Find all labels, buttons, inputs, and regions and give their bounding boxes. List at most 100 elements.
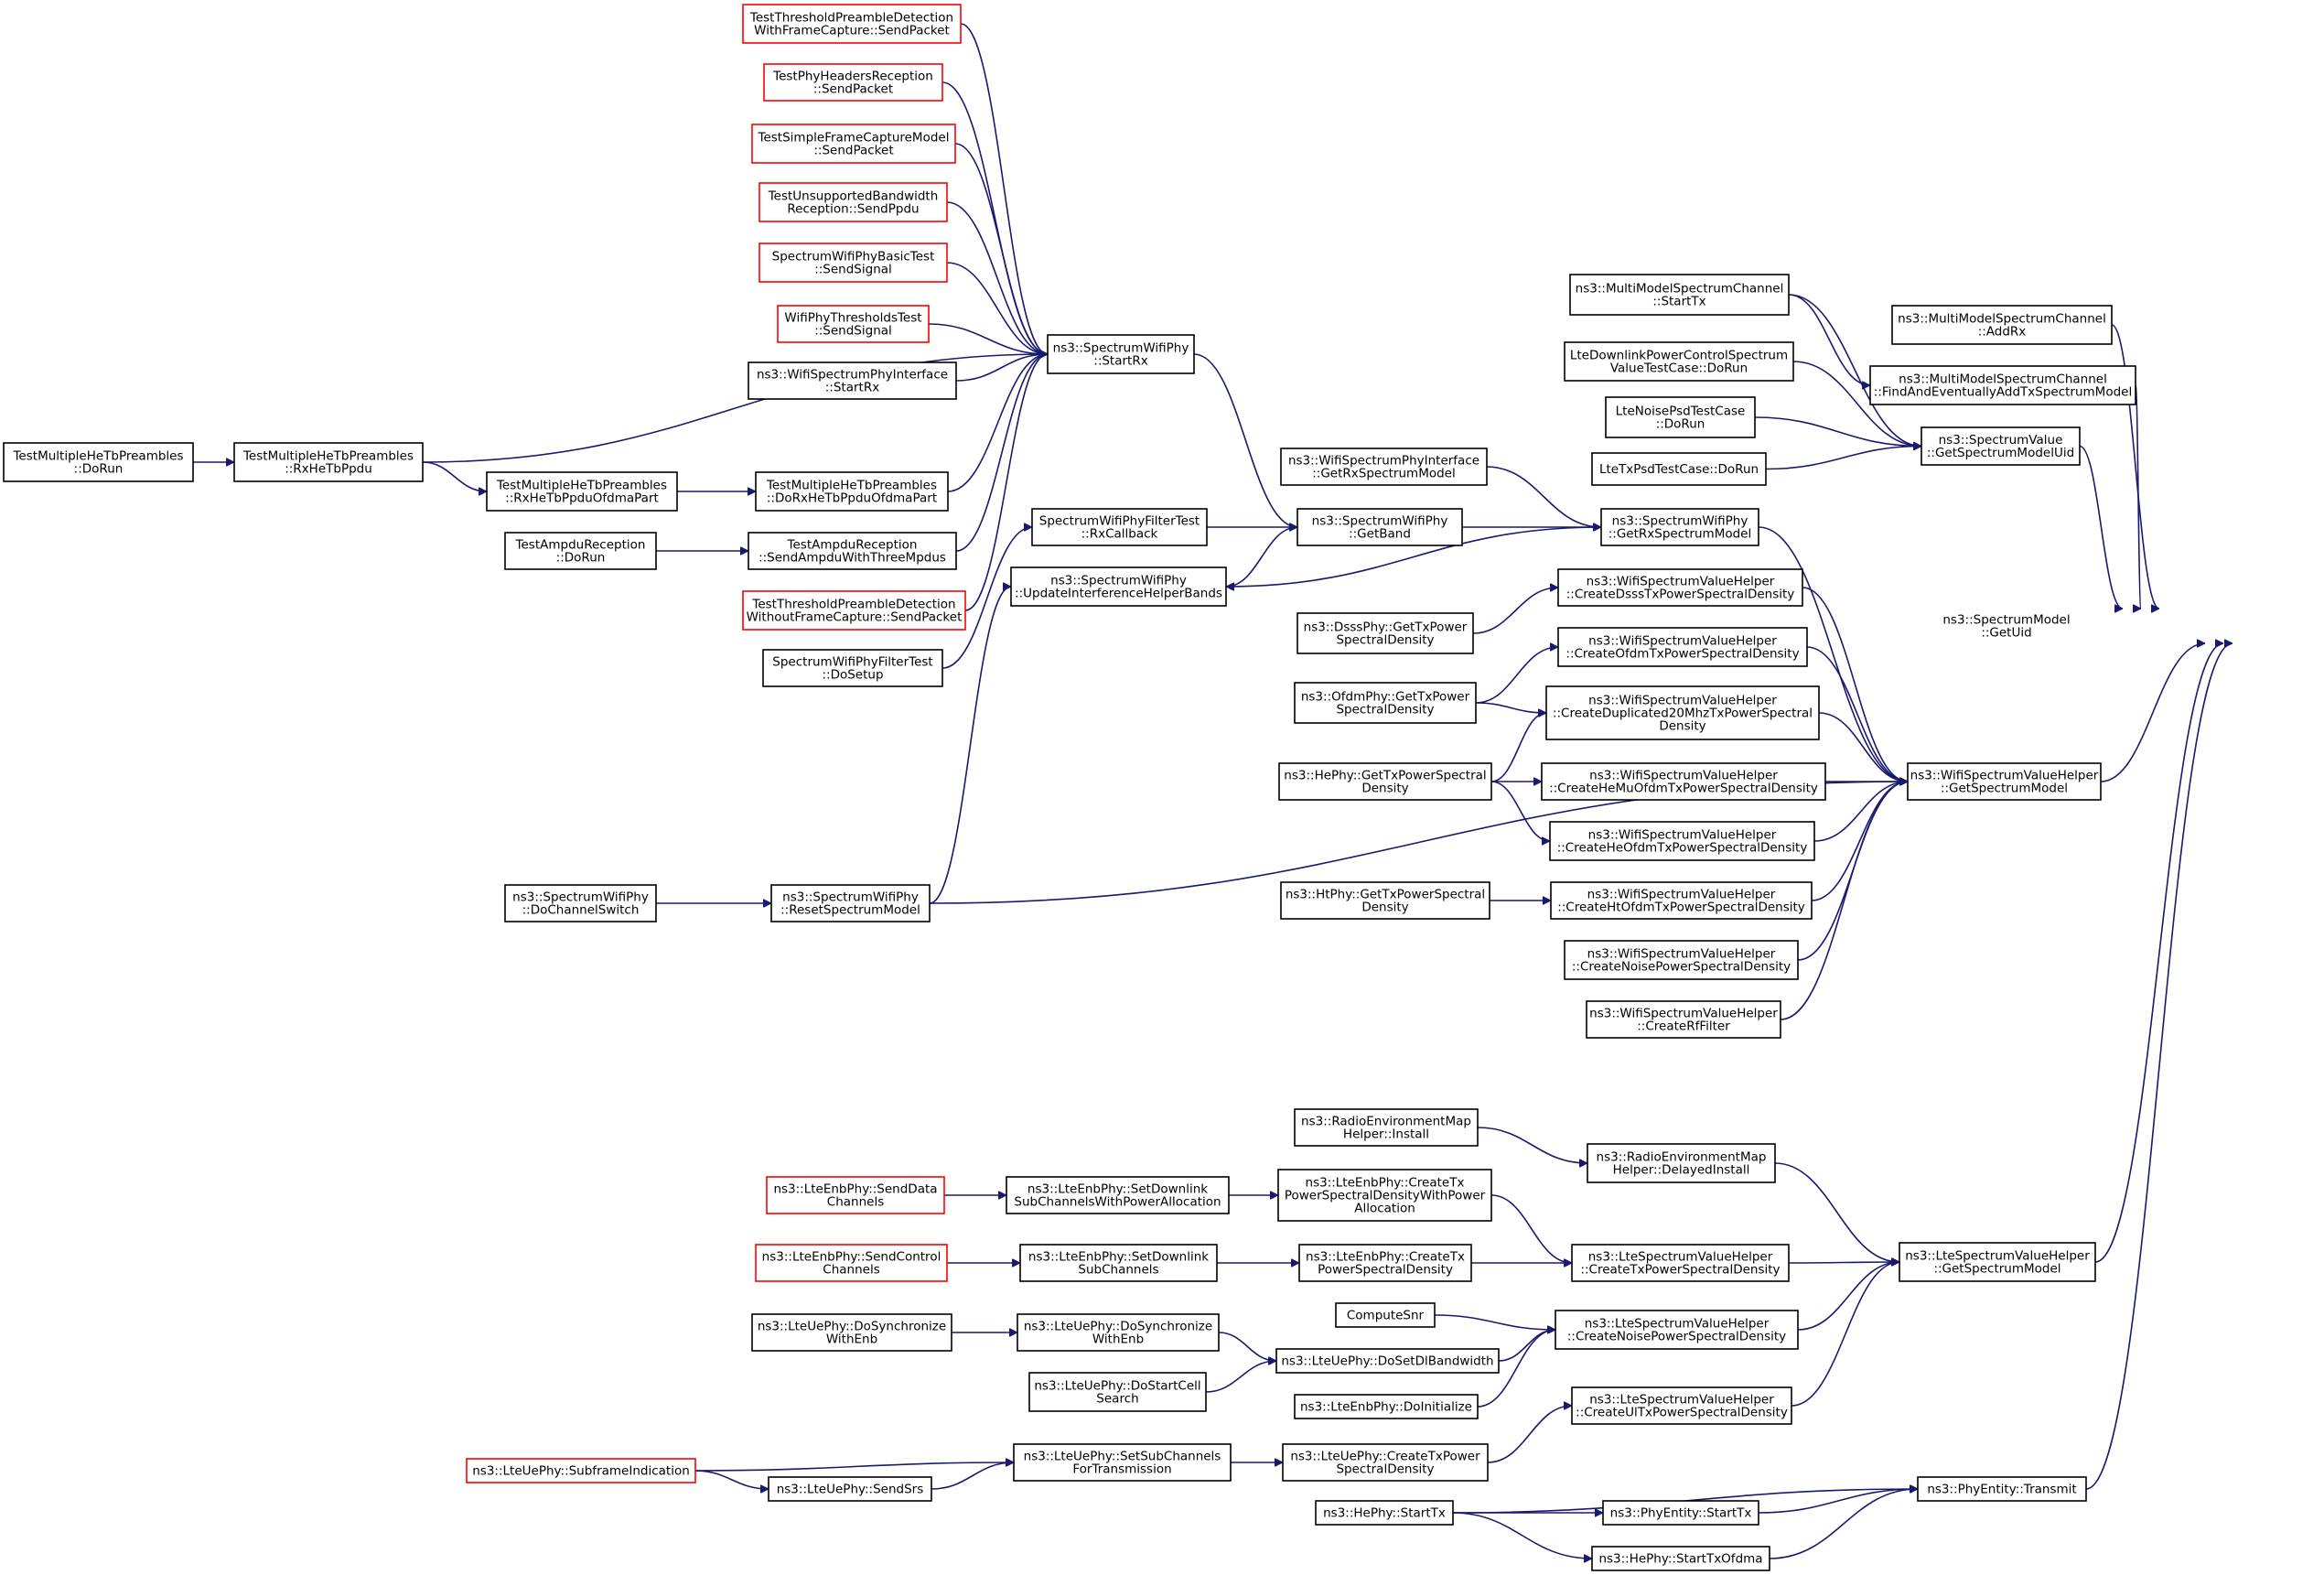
node-remhdelay[interactable]: ns3::RadioEnvironmentMapHelper::DelayedI… [1587,1143,1776,1183]
node-findadd[interactable]: ns3::MultiModelSpectrumChannel::FindAndE… [1869,365,2136,405]
node-ttpdfc[interactable]: TestThresholdPreambleDetectionWithFrameC… [742,4,962,44]
node-tsfcm[interactable]: TestSimpleFrameCaptureModel::SendPacket [751,124,956,164]
node-label-line: ns3::PhyEntity::Transmit [1927,1483,2076,1497]
node-ttpdwfc[interactable]: TestThresholdPreambleDetectionWithoutFra… [742,590,966,631]
node-label-line: ::GetSpectrumModel [1933,1262,2060,1277]
edge-phyentitytx-to-getuid [2085,643,2233,1490]
edge-findadd-to-getuid [2136,384,2142,609]
node-label-line: SpectrumWifiPhyBasicTest [772,250,935,264]
node-swpbt[interactable]: SpectrumWifiPhyBasicTest::SendSignal [759,243,948,283]
node-lteenbinit[interactable]: ns3::LteEnbPhy::DoInitialize [1294,1394,1479,1419]
node-computesnr[interactable]: ComputeSnr [1335,1302,1436,1328]
node-lteuesubframe[interactable]: ns3::LteUePhy::SubframeIndication [466,1458,696,1483]
node-tmhrx[interactable]: TestMultipleHeTbPreambles::RxHeTbPpdu [233,442,424,482]
node-swpupdate[interactable]: ns3::SpectrumWifiPhy::UpdateInterference… [1010,566,1227,607]
node-tarsend[interactable]: TestAmpduReception::SendAmpduWithThreeMp… [748,532,957,570]
node-label-line: Helper::DelayedInstall [1613,1163,1750,1178]
node-ltesvhul[interactable]: ns3::LteSpectrumValueHelper::CreateUlTxP… [1571,1386,1792,1425]
node-ltesvhnoise[interactable]: ns3::LteSpectrumValueHelper::CreateNoise… [1555,1310,1799,1350]
node-wsvhht[interactable]: ns3::WifiSpectrumValueHelper::CreateHtOf… [1550,881,1813,920]
node-wsvhofdm[interactable]: ns3::WifiSpectrumValueHelper::CreateOfdm… [1557,627,1808,667]
node-addrx[interactable]: ns3::MultiModelSpectrumChannel::AddRx [1891,305,2113,345]
node-tmhdorun[interactable]: TestMultipleHeTbPreambles::DoRun [3,442,194,482]
node-box [1017,1313,1220,1352]
node-label-line: TestMultipleHeTbPreambles [242,449,414,464]
node-tardorun[interactable]: TestAmpduReception::DoRun [504,532,657,570]
node-getspecuid[interactable]: ns3::SpectrumValue::GetSpectrumModelUid [1921,426,2081,466]
edge-wsvhheofdm-to-wifigetspec [1813,782,1908,842]
edge-ltesvhul-to-ltegetspec [1791,1262,1899,1407]
node-box [755,471,949,512]
edge-mmstarttx-to-findadd [1788,294,1871,385]
node-label-line: ns3::SpectrumWifiPhy [1612,514,1748,529]
node-tphr[interactable]: TestPhyHeadersReception::SendPacket [763,63,943,102]
node-wsvhrf[interactable]: ns3::WifiSpectrumValueHelper::CreateRfFi… [1586,1000,1781,1039]
node-lteuesetsub[interactable]: ns3::LteUePhy::SetSubChannelsForTransmis… [1013,1443,1232,1482]
node-tmhdorxofdma[interactable]: TestMultipleHeTbPreambles::DoRxHeTbPpduO… [755,471,949,512]
node-getuid[interactable]: ns3::SpectrumModel::GetUid [1942,613,2070,641]
node-box [504,884,657,922]
edge-ltedlpc-to-getspecuid [1792,361,1921,447]
edge-swpreset-to-swpupdate [929,587,1012,904]
node-box [1541,762,1826,801]
node-wpthr[interactable]: WifiPhyThresholdsTest::SendSignal [777,305,930,343]
node-swpchsw[interactable]: ns3::SpectrumWifiPhy::DoChannelSwitch [504,884,657,922]
node-swpreset[interactable]: ns3::SpectrumWifiPhy::ResetSpectrumModel [770,884,931,922]
node-label-line: ns3::LteUePhy::SendSrs [777,1483,924,1497]
node-box [751,1313,952,1352]
node-swpstartrx[interactable]: ns3::SpectrumWifiPhy::StartRx [1047,334,1195,374]
node-lteenbcreatetx[interactable]: ns3::LteEnbPhy::CreateTxPowerSpectralDen… [1298,1244,1472,1282]
node-wspigetrx[interactable]: ns3::WifiSpectrumPhyInterface::GetRxSpec… [1280,448,1488,486]
node-ltetxpsd[interactable]: LteTxPsdTestCase::DoRun [1591,452,1767,486]
node-label-line: LteDownlinkPowerControlSpectrum [1570,349,1788,363]
node-wsvhdsss[interactable]: ns3::WifiSpectrumValueHelper::CreateDsss… [1557,568,1803,607]
node-label-line: ns3::SpectrumValue [1939,433,2063,448]
node-phyentitystarttx[interactable]: ns3::PhyEntity::StartTx [1602,1500,1759,1526]
node-hephystarttxofdma[interactable]: ns3::HePhy::StartTxOfdma [1591,1546,1770,1571]
node-label-line: Helper::Install [1343,1127,1429,1142]
node-mmstarttx[interactable]: ns3::MultiModelSpectrumChannel::StartTx [1569,274,1790,316]
node-wifigetspec[interactable]: ns3::WifiSpectrumValueHelper::GetSpectru… [1907,762,2102,801]
node-box [3,442,194,482]
node-lteenbcreatewp[interactable]: ns3::LteEnbPhy::CreateTxPowerSpectralDen… [1277,1169,1492,1222]
node-box [1010,566,1227,607]
node-ltegetspec[interactable]: ns3::LteSpectrumValueHelper::GetSpectrum… [1899,1242,2096,1282]
node-box [751,124,956,164]
node-wsvhnoise[interactable]: ns3::WifiSpectrumValueHelper::CreateNois… [1564,940,1799,980]
node-hephystarttx[interactable]: ns3::HePhy::StartTx [1315,1500,1454,1526]
node-swpgetrx[interactable]: ns3::SpectrumWifiPhy::GetRxSpectrumModel [1600,508,1759,546]
node-wsvhhemu[interactable]: ns3::WifiSpectrumValueHelper::CreateHeMu… [1541,762,1826,801]
node-tubr[interactable]: TestUnsupportedBandwidthReception::SendP… [759,182,948,222]
node-tmhrxofdma[interactable]: TestMultipleHeTbPreambles::RxHeTbPpduOfd… [486,471,678,512]
node-wsvhheofdm[interactable]: ns3::WifiSpectrumValueHelper::CreateHeOf… [1549,821,1815,861]
node-ltesvhcreatetx[interactable]: ns3::LteSpectrumValueHelper::CreateTxPow… [1571,1244,1790,1282]
node-phyentitytx[interactable]: ns3::PhyEntity::Transmit [1917,1476,2087,1502]
node-swpgetband[interactable]: ns3::SpectrumWifiPhy::GetBand [1296,508,1463,546]
node-wspistartrx[interactable]: ns3::WifiSpectrumPhyInterface::StartRx [748,361,957,400]
node-swpfsetup[interactable]: SpectrumWifiPhyFilterTest::DoSetup [762,649,943,687]
node-ltenoisepsd[interactable]: LteNoisePsdTestCase::DoRun [1605,396,1756,438]
node-wsvhdup[interactable]: ns3::WifiSpectrumValueHelper::CreateDupl… [1545,685,1820,740]
node-label-line: ::RxHeTbPpduOfdmaPart [505,491,659,506]
node-lteuesetdl[interactable]: ns3::LteUePhy::DoSetDlBandwidth [1275,1348,1500,1374]
node-swpfrxcb[interactable]: SpectrumWifiPhyFilterTest::RxCallback [1031,508,1208,546]
node-box [1921,426,2081,466]
node-box [770,884,931,922]
node-lteenbsetdlpa[interactable]: ns3::LteEnbPhy::SetDownlinkSubChannelsWi… [1006,1176,1230,1214]
node-lteuecreatetx[interactable]: ns3::LteUePhy::CreateTxPowerSpectralDens… [1282,1443,1489,1482]
node-ltedlpc[interactable]: LteDownlinkPowerControlSpectrumValueTest… [1564,341,1794,382]
node-box [1907,762,2102,801]
node-label-line: PowerSpectralDensity [1318,1263,1453,1278]
node-lteuesendsrs[interactable]: ns3::LteUePhy::SendSrs [768,1476,932,1502]
